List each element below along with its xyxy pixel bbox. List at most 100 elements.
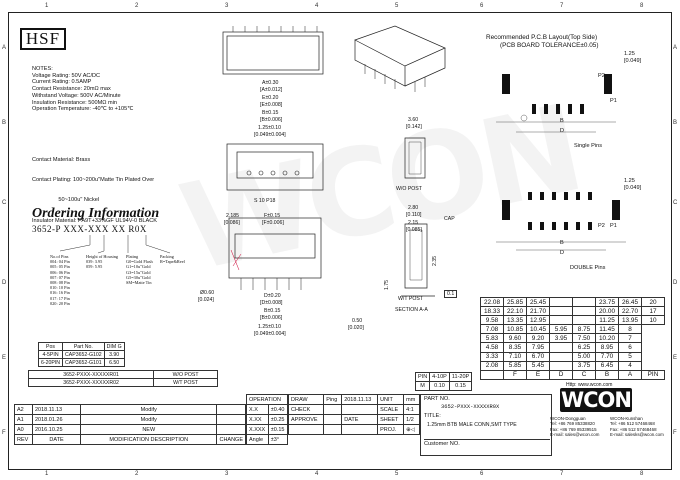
contact-line[interactable]: E-mail: salesks@wcon.com [610, 432, 664, 438]
ordering-part-number: 3652-P XXX-XXX XX R0X [32, 224, 147, 234]
zone-marker: 5 [395, 471, 399, 477]
notes-line: Withstand Voltage: 500V AC/Minute [32, 92, 121, 99]
dim-cell: 3.33 [480, 351, 504, 362]
hsf-stamp: HSF [20, 28, 66, 50]
website-url[interactable]: Http: www.wcon.com [566, 382, 613, 388]
pin-cell: 0.15 [448, 381, 473, 391]
pin-cell: 0.10 [429, 381, 450, 391]
dim-050-inch: [0.020] [348, 325, 364, 331]
post-cell: W/T POST [153, 378, 218, 387]
dim-360-inch: [0.142] [406, 124, 422, 130]
signoff-label: SHEET [377, 414, 405, 425]
rev-cell: 2016.10.25 [32, 424, 81, 435]
title-value: 1.25mm BTB MALE CONN,SMT TYPE [427, 422, 517, 428]
dim-cell: 3.95 [549, 333, 573, 344]
signoff-value: 4:1 [403, 404, 420, 415]
zone-marker: A [673, 45, 678, 51]
signoff-label: DATE [341, 414, 379, 425]
signoff-label: UNIT [377, 394, 405, 405]
ordering-packing-column: Packing R=Tape&Reel [160, 254, 185, 264]
zone-marker: D [673, 280, 678, 286]
ordering-option: 039: 3.95 [86, 259, 103, 265]
dim-footer: B [595, 369, 619, 380]
zone-marker: 3 [225, 3, 229, 9]
dim-cell: 5.83 [480, 333, 504, 344]
zone-marker: 7 [560, 471, 564, 477]
zone-marker: F [2, 430, 6, 436]
dim-175: 1.75 [384, 279, 391, 291]
dim-280-inch: [0.110] [406, 212, 422, 218]
zone-marker: E [2, 355, 7, 361]
zone-marker: 6 [480, 3, 484, 9]
dim-footer: C [572, 369, 596, 380]
dim-235: 2.35 [432, 255, 439, 267]
rev-cell: NEW [79, 424, 218, 435]
dim-cell [549, 306, 573, 317]
ordering-option: G3=15u"Gold [126, 269, 151, 275]
dim-cell: 2.08 [480, 360, 504, 371]
pos-cell: 3.90 [103, 350, 125, 359]
contact-line: WCON-Dongguan [550, 416, 586, 421]
dim-cell: 6.70 [526, 351, 550, 362]
dim-cell: 5.95 [549, 324, 573, 335]
ordering-leader-lines [59, 235, 171, 254]
tol-cell: ±0.40 [267, 404, 289, 415]
pcb-dim-125-inch: [0.049] [624, 58, 642, 64]
zone-marker: 1 [45, 3, 49, 9]
pcb-d-label: D [560, 128, 565, 134]
post-cell: 3652-PXXX-XXXXXR02 [27, 378, 155, 387]
dim-cell [549, 296, 573, 308]
part-no-value: 3652-PXXX-XXXXXR0X [441, 404, 500, 410]
dim-cell: 9.60 [503, 333, 527, 344]
dim-b: B±0.15 [262, 110, 279, 116]
signoff-value: 1/2 [403, 414, 420, 425]
pos-cell: CAP3652-G101 [62, 358, 105, 367]
notes-line: Operation Temperature: -40℃ to +105℃ [32, 106, 134, 113]
dim-cell: 25.45 [526, 296, 550, 308]
signoff-label: APPROVE [287, 414, 325, 425]
tolerance-table: OPERATION X.X±0.40 X.XX±0.25 X.XXX±0.15 … [246, 394, 289, 445]
dim-cell [549, 315, 573, 326]
wo-post-label: W/O POST [396, 186, 422, 192]
ordering-option: 020: 20 Pin [50, 300, 70, 306]
pcb2-p2-label: P2 [598, 223, 605, 229]
ordering-option: G0=Gold Flash [126, 259, 153, 265]
pcb-title: Recommended P.C.B Layout(Top Side) [486, 34, 598, 41]
dim-spacer [480, 369, 504, 380]
contact-line: Tel: +86 512 57468468 [610, 421, 655, 427]
rev-header: MODIFICATION DESCRIPTION [79, 434, 218, 445]
dim-cell [549, 360, 573, 371]
rev-header: REV [14, 434, 33, 445]
title-block: PART NO. 3652-PXXX-XXXXXR0X TITLE: 1.25m… [420, 394, 552, 456]
dim-f-inch: [F±0.006] [262, 220, 284, 226]
drawing-frame [8, 12, 672, 470]
dim-cell: 5 [618, 351, 642, 362]
ordering-option: 006: 06 Pin [50, 269, 70, 275]
dim-cell: 22.08 [480, 296, 504, 308]
dim-060-inch: [0.024] [198, 297, 214, 303]
zone-marker: 5 [395, 3, 399, 9]
ordering-option: 004: 04 Pin [50, 259, 70, 265]
dim-cell: 13.35 [503, 315, 527, 326]
dim-footer: F [503, 369, 527, 380]
dim-cell: 20 [641, 296, 665, 308]
contact-line[interactable]: E-mail: sales@wcon.com [550, 432, 600, 438]
contact-line: Tel: +86 769 85338820 [550, 421, 595, 427]
ordering-option: 016: 16 Pin [50, 290, 70, 296]
dim-cell: 4.58 [480, 342, 504, 353]
dim-cell: 20.00 [595, 306, 619, 317]
zone-marker: 4 [315, 471, 319, 477]
dim-cell: 5.00 [572, 351, 596, 362]
dim-cell: 10.45 [526, 324, 550, 335]
dim-cell: 10 [641, 315, 665, 326]
dim-060: Ø0.60 [200, 290, 215, 296]
dim-cell: 26.45 [618, 296, 642, 308]
title-label: TITLE: [424, 413, 441, 419]
zone-marker: C [673, 200, 678, 206]
dim-050: 0.50 [352, 318, 363, 324]
dim-360: 3.60 [408, 117, 419, 123]
cap-label: CAP [444, 216, 455, 222]
